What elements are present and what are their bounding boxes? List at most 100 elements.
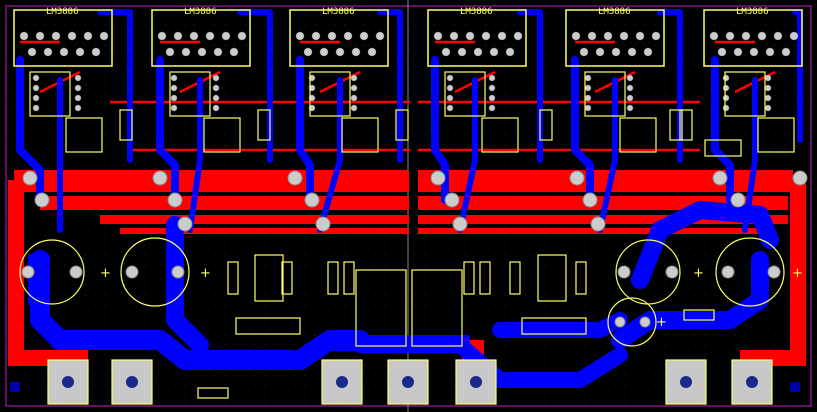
ic-pin	[51, 31, 61, 41]
ic-footprint-6: LM3886	[703, 7, 803, 67]
resistor-pad	[764, 94, 772, 102]
resistor-pad	[722, 84, 730, 92]
resistor-pad	[170, 104, 178, 112]
resistor-pad	[584, 84, 592, 92]
resistor-pad	[764, 84, 772, 92]
ic-pin	[27, 47, 37, 57]
ic-label: LM3886	[736, 7, 769, 17]
resistor-pad	[722, 74, 730, 82]
ic-pin	[75, 47, 85, 57]
resistor-pad	[488, 74, 496, 82]
resistor-pad	[446, 104, 454, 112]
terminal-hole	[746, 376, 758, 388]
terminal-block	[455, 359, 497, 405]
resistor-pad	[74, 104, 82, 112]
resistor-pad	[170, 84, 178, 92]
ic-pin	[481, 31, 491, 41]
resistor-pad	[626, 74, 634, 82]
ic-label: LM3886	[460, 7, 493, 17]
terminal-hole	[402, 376, 414, 388]
resistor-pad	[446, 84, 454, 92]
silkscreen-components	[19, 71, 795, 399]
ic-pin	[781, 47, 791, 57]
resistor-pad	[32, 74, 40, 82]
resistor-pad	[722, 94, 730, 102]
terminal-hole	[336, 376, 348, 388]
ic-pin	[765, 47, 775, 57]
resistor-pad	[32, 84, 40, 92]
ic-pin	[67, 31, 77, 41]
ic-pin	[449, 31, 459, 41]
resistor-pad	[350, 74, 358, 82]
ic-pin	[733, 47, 743, 57]
ic-pin	[157, 31, 167, 41]
ic-pin	[465, 31, 475, 41]
ic-pin	[505, 47, 515, 57]
ic-label: LM3886	[598, 7, 631, 17]
ic-pin	[627, 47, 637, 57]
resistor-pad	[212, 74, 220, 82]
ic-pin	[595, 47, 605, 57]
ic-pin	[221, 31, 231, 41]
ic-pin	[773, 31, 783, 41]
ic-pin	[165, 47, 175, 57]
ic-label: LM3886	[184, 7, 217, 17]
resistor-pad	[488, 84, 496, 92]
ic-pin	[789, 31, 799, 41]
svg-text:+: +	[693, 266, 704, 281]
resistor-pad	[488, 94, 496, 102]
resistor-pad	[212, 94, 220, 102]
ic-pin	[181, 47, 191, 57]
ic-pin	[343, 31, 353, 41]
resistor-pad	[32, 94, 40, 102]
ic-pin	[579, 47, 589, 57]
ic-footprint-3: LM3886	[289, 7, 389, 67]
resistor-pad	[764, 74, 772, 82]
ic-label: LM3886	[46, 7, 79, 17]
ic-pin	[197, 47, 207, 57]
terminal-hole	[680, 376, 692, 388]
ic-pin	[303, 47, 313, 57]
ic-pin	[611, 47, 621, 57]
ic-pin	[635, 31, 645, 41]
ic-pin	[359, 31, 369, 41]
ic-pin	[619, 31, 629, 41]
ic-pin	[213, 47, 223, 57]
resistor-pad	[626, 104, 634, 112]
ic-pin	[433, 31, 443, 41]
ic-pin	[83, 31, 93, 41]
mounting-marks	[10, 382, 800, 392]
ic-pin	[59, 47, 69, 57]
svg-text:+: +	[792, 266, 803, 281]
ic-pin	[237, 31, 247, 41]
resistor-pad	[626, 94, 634, 102]
ic-pin	[375, 31, 385, 41]
silkscreen-polarity-marks: + + + + +	[100, 266, 803, 330]
ic-pin	[757, 31, 767, 41]
bottom-copper-planes	[28, 255, 470, 351]
ic-pin	[335, 47, 345, 57]
ic-pin	[367, 47, 377, 57]
ic-pin	[35, 31, 45, 41]
resistor-pad	[212, 84, 220, 92]
resistor-pad	[350, 94, 358, 102]
ic-pin	[91, 47, 101, 57]
resistor-pad	[722, 104, 730, 112]
resistor-pad	[32, 104, 40, 112]
ic-pin	[489, 47, 499, 57]
ic-pin	[571, 31, 581, 41]
resistor-pad	[170, 74, 178, 82]
resistor-pad	[584, 94, 592, 102]
svg-text:+: +	[100, 266, 111, 281]
ic-footprint-1: LM3886	[13, 7, 113, 67]
ic-pin	[473, 47, 483, 57]
resistor-pad	[74, 94, 82, 102]
ic-pin	[741, 31, 751, 41]
ic-pin	[351, 47, 361, 57]
resistor-pad	[584, 104, 592, 112]
terminal-blocks	[47, 359, 773, 405]
ic-pin	[717, 47, 727, 57]
ic-pin	[651, 31, 661, 41]
ic-pin	[513, 31, 523, 41]
